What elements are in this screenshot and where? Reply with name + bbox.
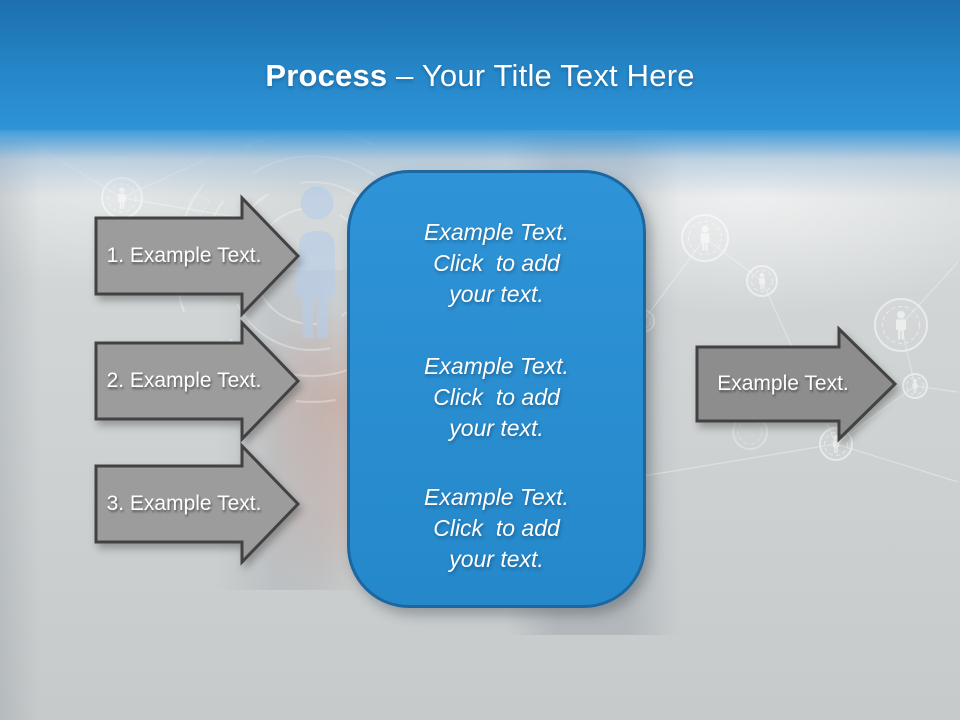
arrow-3-label: 3. Example Text. <box>106 492 262 515</box>
content-box[interactable]: Example Text. Click to add your text. Ex… <box>347 170 646 608</box>
arrow-shape <box>94 442 301 566</box>
content-line: your text. <box>449 546 544 572</box>
title-subtitle: – Your Title Text Here <box>387 58 695 93</box>
title-bar <box>0 0 960 130</box>
slide-title[interactable]: Process – Your Title Text Here <box>0 54 960 98</box>
content-block-1: Example Text. Click to add your text. <box>350 217 643 310</box>
content-line: Example Text. <box>424 353 569 379</box>
content-line: your text. <box>449 281 544 307</box>
process-step-arrow-2[interactable]: 2. Example Text. <box>94 319 301 443</box>
result-arrow[interactable]: Example Text. <box>695 325 898 443</box>
content-line: Click to add <box>433 250 560 276</box>
arrow-shape <box>94 319 301 443</box>
content-line: Example Text. <box>424 484 569 510</box>
content-line: Click to add <box>433 384 560 410</box>
arrow-2-label: 2. Example Text. <box>106 369 262 392</box>
content-line: Click to add <box>433 515 560 541</box>
process-step-arrow-3[interactable]: 3. Example Text. <box>94 442 301 566</box>
content-line: Example Text. <box>424 219 569 245</box>
content-line: your text. <box>449 415 544 441</box>
content-block-3: Example Text. Click to add your text. <box>350 482 643 575</box>
arrow-1-label: 1. Example Text. <box>106 244 262 267</box>
content-block-2: Example Text. Click to add your text. <box>350 351 643 444</box>
right-arrow-label: Example Text. <box>717 372 849 395</box>
title-keyword: Process <box>265 58 388 93</box>
process-step-arrow-1[interactable]: 1. Example Text. <box>94 194 301 318</box>
arrow-shape <box>94 194 301 318</box>
arrow-shape <box>695 325 898 443</box>
